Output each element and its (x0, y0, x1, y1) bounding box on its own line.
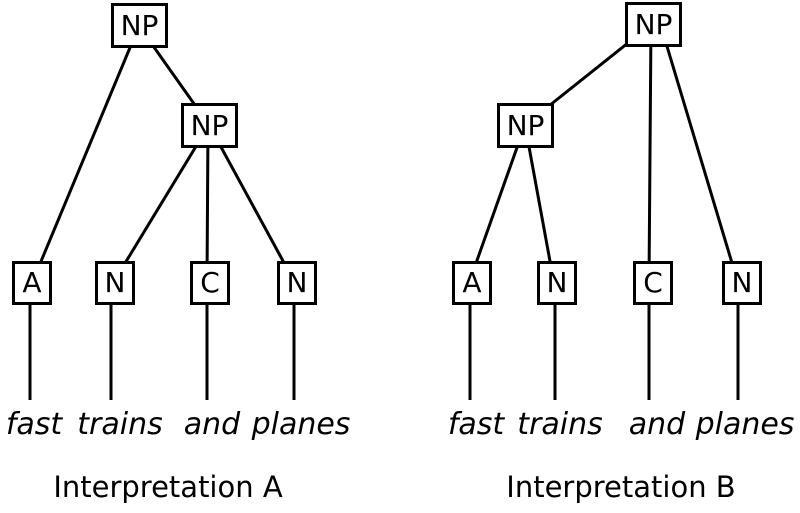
edge-b-inner-to-leaf-a (467, 124, 527, 284)
tree-a-inner-np-node: NP (181, 103, 238, 148)
edge-b-root-to-leaf-c (647, 22, 653, 284)
tree-b-leaf-n1-node: N (537, 261, 577, 305)
tree-b-caption: Interpretation B (506, 470, 736, 504)
edge-a-inner-to-leaf-n2 (207, 124, 297, 284)
tree-b-leaf-c-node: C (633, 261, 673, 305)
tree-b-leaf-a-node: A (452, 261, 492, 305)
tree-a-word-and: and (183, 407, 241, 442)
tree-b-word-planes: planes (695, 407, 795, 442)
tree-a-leaf-n2-node: N (277, 261, 317, 305)
tree-b-inner-np-node: NP (497, 103, 554, 148)
tree-b-word-and: and (628, 407, 686, 442)
tree-a-word-fast: fast (5, 407, 63, 442)
tree-b-word-fast: fast (447, 407, 505, 442)
tree-b-word-trains: trains (517, 407, 603, 442)
edge-b-root-to-leaf-n2 (658, 22, 740, 284)
tree-a-caption: Interpretation A (53, 470, 283, 504)
tree-a-root-np-node: NP (111, 3, 168, 48)
tree-a-leaf-c-node: C (190, 261, 230, 305)
tree-b-leaf-n2-node: N (722, 261, 762, 305)
edge-a-inner-to-leaf-n1 (111, 124, 211, 284)
tree-b-root-np-node: NP (625, 2, 682, 47)
edge-a-inner-to-leaf-c (205, 124, 210, 284)
edge-a-root-to-leaf-a (30, 25, 141, 284)
tree-a-leaf-a-node: A (12, 261, 52, 305)
tree-a-word-planes: planes (251, 407, 351, 442)
tree-a-leaf-n1-node: N (95, 261, 135, 305)
tree-a-word-trains: trains (77, 407, 163, 442)
edge-b-inner-to-leaf-n1 (523, 124, 556, 284)
